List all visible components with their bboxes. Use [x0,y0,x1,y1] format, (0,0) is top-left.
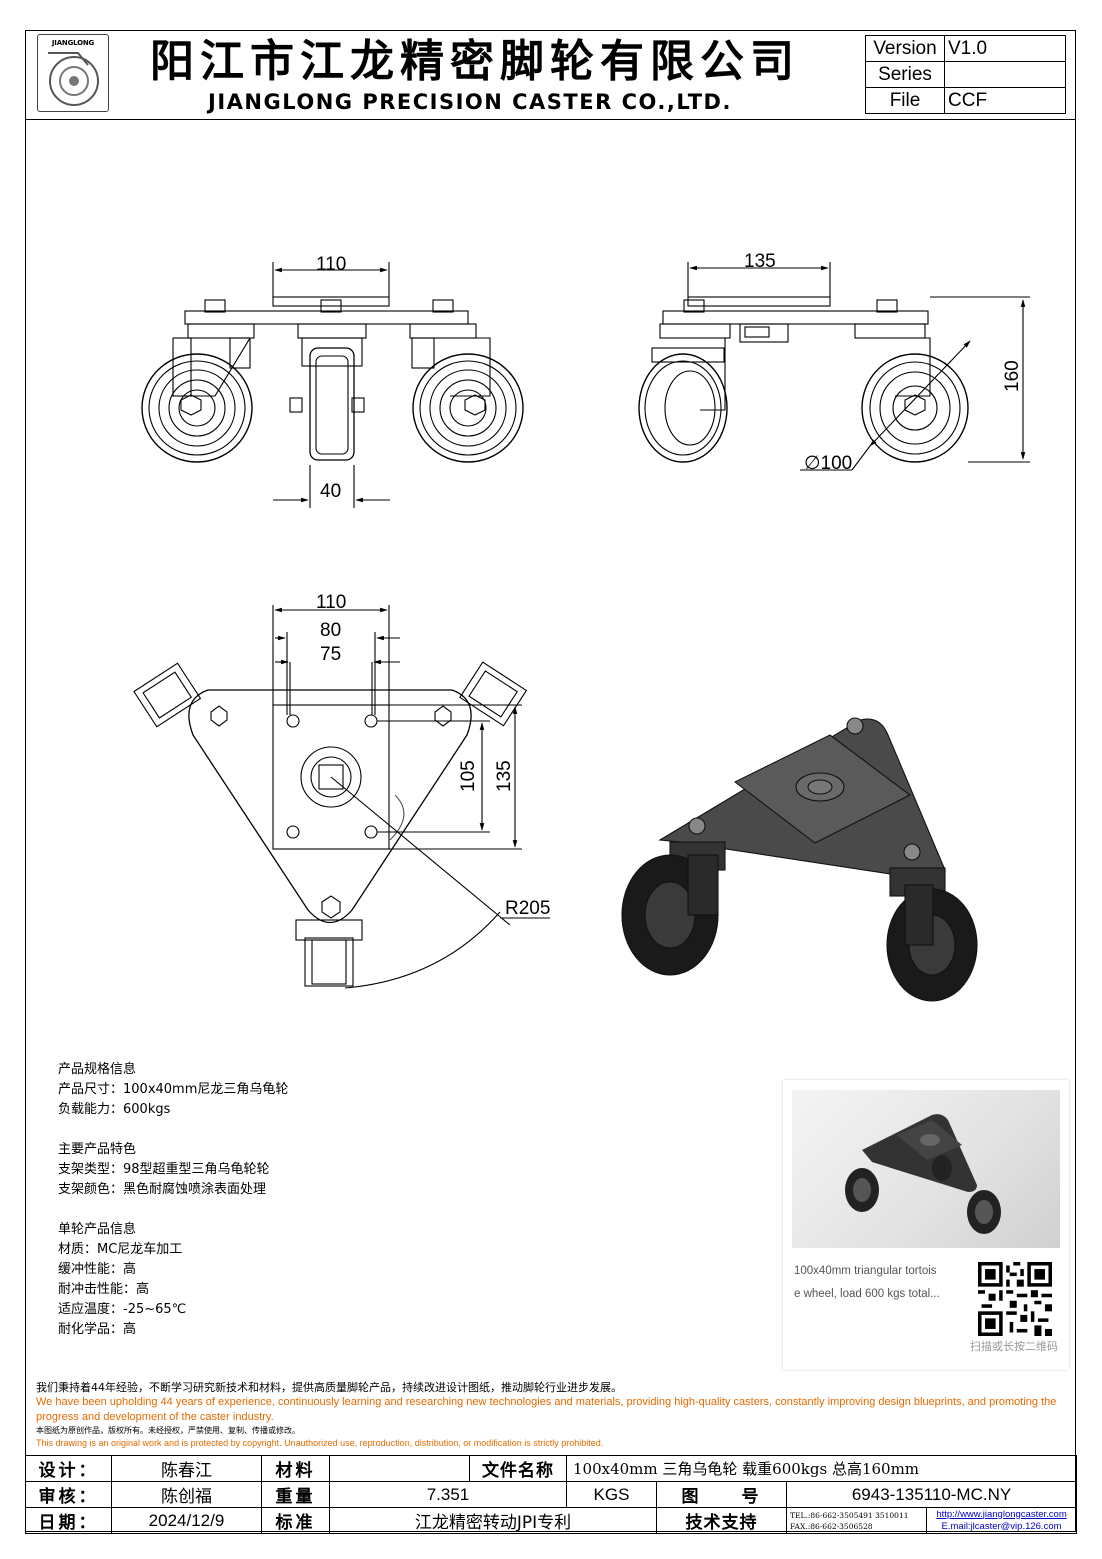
company-logo: JIANGLONG [37,34,109,112]
file-row: File CCF [865,87,1066,114]
support-label: 技术支持 [656,1507,787,1534]
designer: 陈春江 [111,1455,262,1482]
version-table: Version V1.0 Series File CCF [865,35,1066,114]
product-photo[interactable] [792,1090,1060,1248]
copyright-en: This drawing is an original work and is … [36,1438,604,1448]
spec-group-title: 产品规格信息 [58,1062,137,1077]
qr-hint: 扫描或长按二维码 [970,1340,1058,1353]
file-value: CCF [944,87,1066,114]
email[interactable]: E.mail:jlcaster@vip.126.com [941,1520,1062,1532]
spec-line: 支架类型：98型超重型三角乌龟轮轮 [58,1162,270,1177]
design-label: 设计： [25,1455,112,1482]
spec-list: 产品规格信息 产品尺寸：100x40mm尼龙三角乌龟轮 负载能力：600kgs … [58,1060,288,1360]
material-label: 材料 [261,1455,330,1482]
company-name-en: JIANGLONG PRECISION CASTER CO.,LTD. [208,90,732,114]
mission-statement: 我们秉持着44年经验，不断学习研究新技术和材料，提供高质量脚轮产品，持续改进设计… [36,1380,1076,1449]
spec-line: 耐冲击性能：高 [58,1282,150,1297]
iso-render [621,717,978,1002]
dim-hole-105: 105 [458,760,479,792]
dim-radius: R205 [505,898,550,919]
contact-phone: TEL.:86-662-3505491 3510011 FAX.:86-662-… [786,1507,927,1534]
title-block: 设计： 陈春江 材料 文件名称 100x40mm 三角乌龟轮 载重600kgs … [25,1455,1078,1534]
technical-drawing: 110 40 135 160 ∅100 110 80 75 105 135 R2… [133,251,1030,1002]
dim-front-width: 110 [316,254,346,275]
header-row [25,30,1076,120]
date: 2024/12/9 [111,1507,262,1534]
spec-group-title: 单轮产品信息 [58,1222,137,1237]
spec-line: 材质：MC尼龙车加工 [58,1242,183,1257]
product-photo-render [845,1114,1001,1234]
spec-group-wheel: 单轮产品信息 材质：MC尼龙车加工 缓冲性能：高 耐冲击性能：高 适应温度：-2… [58,1220,288,1340]
spec-line: 适应温度：-25~65℃ [58,1302,187,1317]
company-name-cn: 阳江市江龙精密脚轮有限公司 [150,36,800,87]
spec-group-title: 主要产品特色 [58,1142,137,1157]
website-link[interactable]: http://www.jianglongcaster.com [936,1508,1067,1520]
mission-cn: 我们秉持着44年经验，不断学习研究新技术和材料，提供高质量脚轮产品，持续改进设计… [36,1381,622,1394]
front-view [141,262,524,508]
review-label: 审核： [25,1481,112,1508]
material [329,1455,470,1482]
drawing-no-label: 图 号 [656,1481,787,1508]
title-row-design: 设计： 陈春江 材料 文件名称 100x40mm 三角乌龟轮 载重600kgs … [25,1455,1078,1482]
qr-code-icon[interactable] [978,1262,1052,1336]
series-key: Series [865,61,945,88]
dim-hole-80: 80 [320,620,341,641]
product-caption[interactable]: 100x40mm triangular tortois e wheel, loa… [794,1260,964,1306]
weight-label: 重量 [261,1481,330,1508]
dim-wheel-diameter: ∅100 [804,453,852,474]
spec-group-product: 产品规格信息 产品尺寸：100x40mm尼龙三角乌龟轮 负载能力：600kgs [58,1060,288,1120]
logo-text: JIANGLONG [51,39,95,47]
top-view [133,605,550,989]
tel: TEL.:86-662-3505491 3510011 [790,1510,909,1520]
standard: 江龙精密转动JPI专利 [329,1507,657,1534]
product-card[interactable]: 100x40mm triangular tortois e wheel, loa… [783,1080,1069,1370]
spec-line: 缓冲性能：高 [58,1262,137,1277]
dim-top-width: 110 [316,592,346,613]
caption-line: 100x40mm triangular tortois [794,1265,937,1277]
dim-plate-135: 135 [494,760,515,792]
dim-wheel-width: 40 [320,481,341,502]
date-label: 日期： [25,1507,112,1534]
drawing-no: 6943-135110-MC.NY [785,1481,1078,1508]
spec-line: 负载能力：600kgs [58,1102,171,1117]
dim-side-height: 160 [1002,360,1023,392]
caster-logo-icon [48,52,99,106]
filename-label: 文件名称 [469,1455,567,1482]
dim-hole-75: 75 [320,644,341,665]
version-row: Version V1.0 [865,35,1066,62]
weight: 7.351 [329,1481,567,1508]
filename: 100x40mm 三角乌龟轮 载重600kgs 总高160mm [565,1455,1078,1482]
mission-en: We have been upholding 44 years of exper… [36,1396,1057,1423]
caption-line: e wheel, load 600 kgs total... [794,1288,940,1300]
copyright-cn: 本图纸为原创作品，版权所有。未经授权，严禁使用、复制、传播或修改。 [36,1426,300,1435]
title-row-review: 审核： 陈创福 重量 7.351 KGS 图 号 6943-135110-MC.… [25,1481,1078,1508]
spec-line: 耐化学品：高 [58,1322,137,1337]
dim-side-width: 135 [744,251,776,272]
spec-line: 支架颜色：黑色耐腐蚀喷涂表面处理 [58,1182,267,1197]
reviewer: 陈创福 [111,1481,262,1508]
fax: FAX.:86-662-3506528 [790,1521,873,1531]
contact-web: http://www.jianglongcaster.com E.mail:jl… [925,1507,1078,1534]
spec-line: 产品尺寸：100x40mm尼龙三角乌龟轮 [58,1082,289,1097]
file-key: File [865,87,945,114]
side-view [638,262,1030,471]
weight-unit: KGS [566,1481,657,1508]
title-row-date: 日期： 2024/12/9 标准 江龙精密转动JPI专利 技术支持 TEL.:8… [25,1507,1078,1534]
standard-label: 标准 [261,1507,330,1534]
version-key: Version [865,35,945,62]
spec-group-features: 主要产品特色 支架类型：98型超重型三角乌龟轮轮 支架颜色：黑色耐腐蚀喷涂表面处… [58,1140,288,1200]
